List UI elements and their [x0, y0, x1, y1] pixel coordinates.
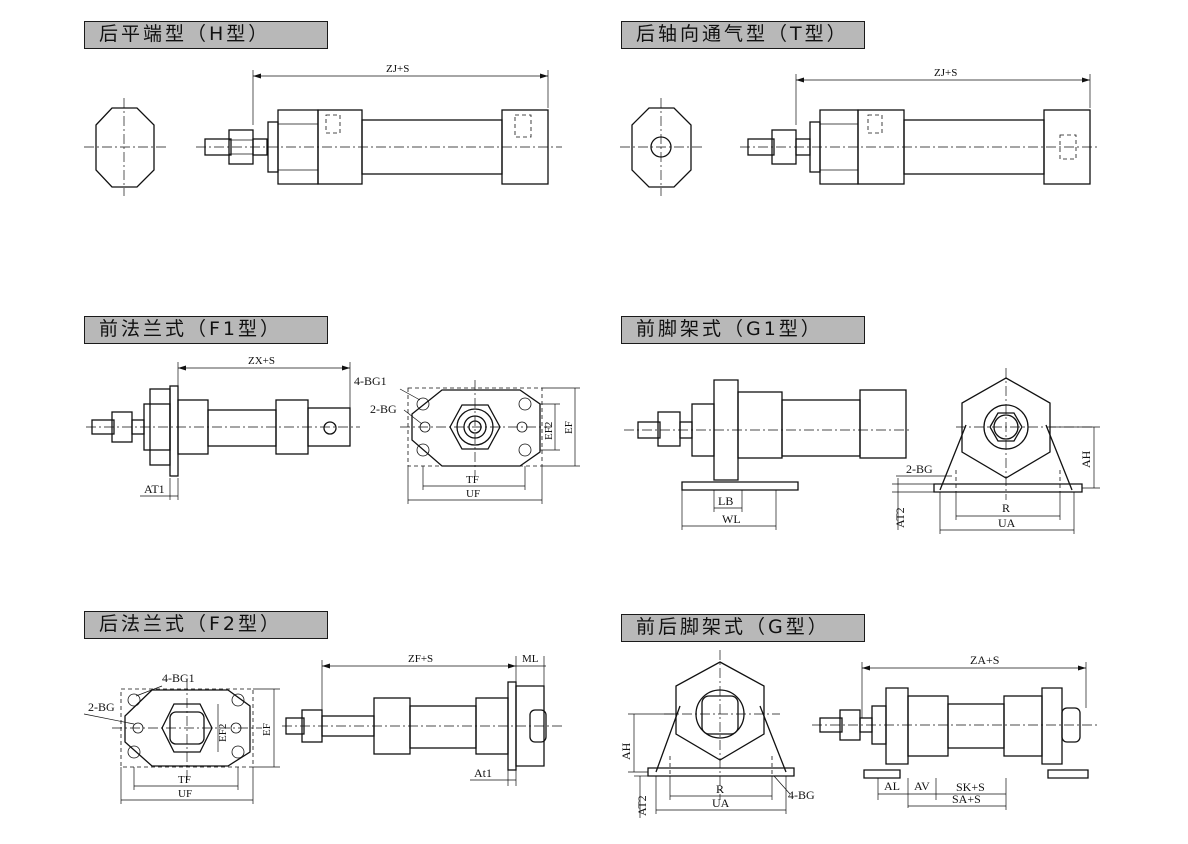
g-ah-label: AH — [619, 742, 633, 760]
f2-ef-label: EF — [261, 723, 273, 736]
f1-ef-label: EF — [563, 421, 575, 434]
f2-tf-label: TF — [178, 774, 191, 786]
f2-uf-label: UF — [178, 788, 192, 800]
title-f1-type: 前法兰式（F1型） — [84, 316, 328, 344]
g-ua-label: UA — [712, 796, 730, 810]
t-zj-label: ZJ+S — [934, 67, 957, 79]
g-al-label: AL — [884, 779, 900, 793]
g1-at2-label: AT2 — [893, 507, 907, 528]
f2-at1-label: At1 — [474, 766, 492, 780]
g-sa-label: SA+S — [952, 792, 981, 806]
f2-4bg1-label: 4-BG1 — [162, 671, 195, 685]
g1-lb-label: LB — [718, 494, 733, 508]
h-zj-label: ZJ+S — [386, 63, 409, 75]
g1-wl-label: WL — [722, 512, 741, 526]
title-f2-type: 后法兰式（F2型） — [84, 611, 328, 639]
g-type-drawing: AH AT2 R UA 4-BG ZA+S AL — [619, 650, 1100, 818]
f2-2bg-label: 2-BG — [88, 700, 115, 714]
g1-ua-label: UA — [998, 516, 1016, 530]
f1-4bg1-label: 4-BG1 — [354, 374, 387, 388]
t-type-drawing: ZJ+S — [620, 67, 1100, 196]
f1-2bg-label: 2-BG — [370, 402, 397, 416]
g1-2bg-label: 2-BG — [906, 462, 933, 476]
g-za-label: ZA+S — [970, 653, 999, 667]
h-end-view — [95, 107, 155, 188]
f1-zx-label: ZX+S — [248, 355, 275, 367]
title-h-type: 后平端型（H型） — [84, 21, 328, 49]
g1-type-drawing: LB WL 2-BG AT2 R UA AH — [624, 368, 1100, 534]
f1-type-drawing: ZX+S AT1 4-BG1 2-BG EF2 EF — [86, 355, 580, 504]
g1-r-label: R — [1002, 501, 1010, 515]
f2-zf-label: ZF+S — [408, 653, 433, 665]
f2-type-drawing: 4-BG1 2-BG EF2 EF TF UF ZF+S — [83, 653, 564, 804]
g-4bg-label: 4-BG — [788, 788, 815, 802]
g-at2-label: AT2 — [635, 795, 649, 816]
f1-uf-label: UF — [466, 488, 480, 500]
f1-ef2-label: EF2 — [543, 422, 555, 440]
title-g-type: 前后脚架式（G型） — [621, 614, 865, 642]
g-av-label: AV — [914, 779, 930, 793]
g-sk-label: SK+S — [956, 780, 985, 794]
f1-tf-label: TF — [466, 474, 479, 486]
f2-ml-label: ML — [522, 653, 539, 665]
h-type-drawing: ZJ+S — [84, 63, 562, 196]
f2-ef2-label: EF2 — [217, 724, 229, 742]
g1-ah-label: AH — [1079, 450, 1093, 468]
f1-at1-label: AT1 — [144, 482, 165, 496]
title-t-type: 后轴向通气型（T型） — [621, 21, 865, 49]
g-r-label: R — [716, 782, 724, 796]
title-g1-type: 前脚架式（G1型） — [621, 316, 865, 344]
t-end-view — [631, 107, 692, 188]
